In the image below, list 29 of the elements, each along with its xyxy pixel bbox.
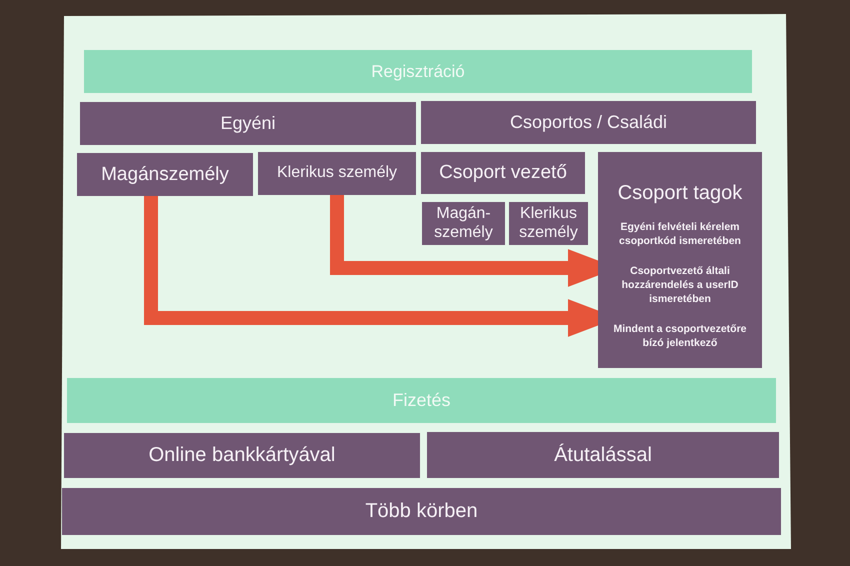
box-label: Klerikus személy (518, 205, 579, 242)
box-label: Egyéni (220, 113, 276, 134)
category-box (422, 202, 505, 245)
box-label: Átutalással (554, 444, 652, 466)
box-label: Online bankkártyával (148, 444, 336, 467)
box-heading: Csoport tagok (618, 182, 742, 205)
box-label: Magán- személy (433, 205, 494, 242)
section-band (67, 378, 776, 423)
box-label: Több körben (365, 500, 478, 523)
section-title: Regisztráció (371, 62, 465, 82)
category-box (80, 102, 416, 145)
category-box (509, 202, 588, 245)
category-box (62, 488, 781, 535)
section-band (84, 50, 752, 93)
category-box (64, 433, 420, 478)
box-label: Magánszemély (101, 164, 229, 186)
section-title: Fizetés (392, 390, 451, 411)
box-description: Mindent a csoportvezetőre bízó jelentkező (612, 323, 748, 350)
category-box (421, 152, 585, 194)
category-box (427, 432, 779, 478)
category-box (598, 152, 762, 368)
box-description: Egyéni felvételi kérelem csoportkód ismeretében (618, 221, 742, 248)
box-label: Csoport vezető (439, 162, 567, 184)
box-description: Csoportvezető általi hozzárendelés a userID ismeretében (620, 265, 740, 306)
box-label: Klerikus személy (276, 164, 398, 183)
category-box (77, 153, 253, 196)
box-label: Csoportos / Családi (510, 112, 668, 133)
category-box (258, 152, 416, 195)
category-box (421, 101, 756, 144)
